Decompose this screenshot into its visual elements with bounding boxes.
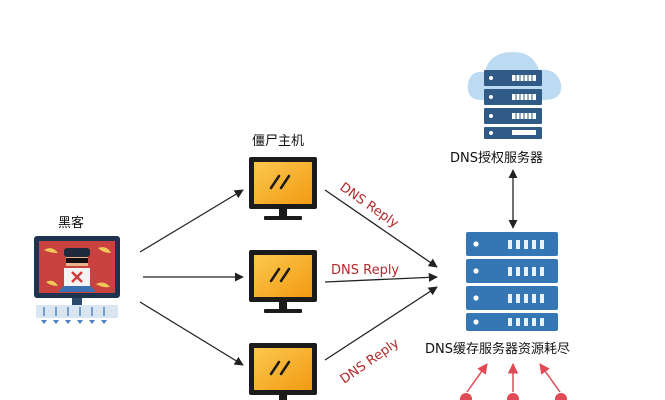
- reply-label-top: DNS Reply: [337, 180, 402, 232]
- attack-arrow-left: [466, 363, 488, 393]
- arrow-reply-middle: [324, 272, 438, 283]
- reply-label-bottom: DNS Reply: [338, 336, 403, 388]
- arrow-reply-top: [324, 189, 438, 268]
- attack-arrow-right: [539, 363, 561, 393]
- arrow-hacker-to-zombie-top: [139, 189, 244, 253]
- arrow-reply-bottom: [324, 286, 438, 361]
- hacker-label: 黑客: [58, 216, 85, 231]
- hacker-computer-icon: [34, 236, 120, 324]
- reply-label-middle: DNS Reply: [331, 263, 399, 278]
- zombie-monitor-icon: [249, 343, 317, 400]
- zombie-hosts-label: 僵尸主机: [252, 134, 305, 149]
- arrow-hacker-to-zombie-bottom: [139, 301, 244, 366]
- cache-server-label: DNS缓存服务器资源耗尽: [425, 342, 570, 357]
- cloud-server-icon: [467, 52, 562, 139]
- server-rack-icon: [466, 232, 558, 331]
- auth-server-label: DNS授权服务器: [450, 151, 543, 166]
- zombie-monitor-icon: [249, 250, 317, 313]
- attack-source-right: [555, 393, 567, 400]
- attack-source-center: [507, 393, 519, 400]
- zombie-monitor-icon: [249, 157, 317, 220]
- attack-source-left: [460, 393, 472, 400]
